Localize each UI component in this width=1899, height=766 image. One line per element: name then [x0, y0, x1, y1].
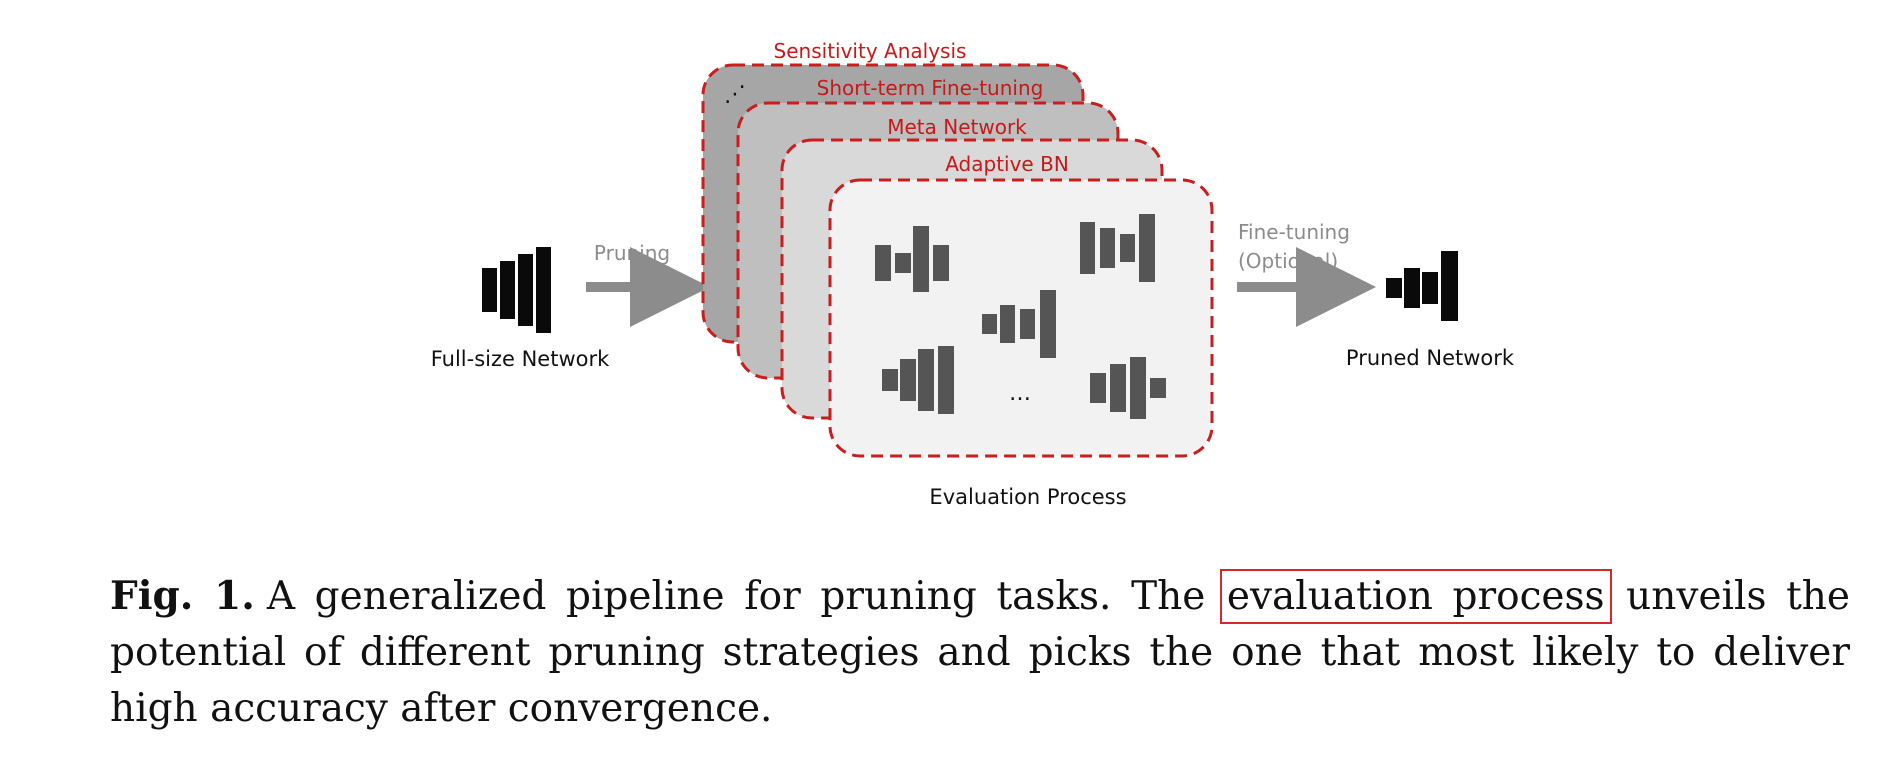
layer-label-meta-network: Meta Network	[887, 115, 1027, 139]
layer-ellipsis: ⋰	[724, 82, 746, 107]
candidate-network-icon	[982, 290, 1056, 358]
full-size-network-label: Full-size Network	[431, 347, 610, 371]
layer-label-adaptive-bn: Adaptive BN	[945, 152, 1069, 176]
caption-text-after: unveils the potential of different pruni…	[110, 574, 1850, 731]
candidate-ellipsis: …	[1009, 381, 1031, 406]
candidate-network-icon	[1080, 214, 1155, 282]
layer-label-sensitivity-analysis: Sensitivity Analysis	[774, 39, 967, 63]
figure-caption: Fig. 1.A generalized pipeline for prunin…	[110, 568, 1850, 737]
layer-label-short-term-fine-tuning: Short-term Fine-tuning	[817, 76, 1044, 100]
candidate-network-icon	[875, 226, 949, 292]
caption-text-before: A generalized pipeline for pruning tasks…	[266, 574, 1225, 619]
pruned-network-icon	[1386, 251, 1458, 321]
caption-highlight: evaluation process	[1219, 569, 1612, 624]
caption-label: Fig. 1.	[110, 573, 255, 619]
candidate-network-icon	[882, 346, 954, 414]
fine-tuning-optional-label: (Optional)	[1238, 249, 1338, 273]
pipeline-diagram: Full-size Network Pruning Sensitivity An…	[431, 39, 1515, 509]
fine-tuning-label: Fine-tuning	[1238, 220, 1350, 244]
pruned-network-label: Pruned Network	[1346, 346, 1515, 370]
pruning-label: Pruning	[594, 241, 670, 265]
full-size-network-icon	[482, 247, 551, 333]
evaluation-process-label: Evaluation Process	[929, 485, 1126, 509]
candidate-network-icon	[1090, 357, 1166, 419]
